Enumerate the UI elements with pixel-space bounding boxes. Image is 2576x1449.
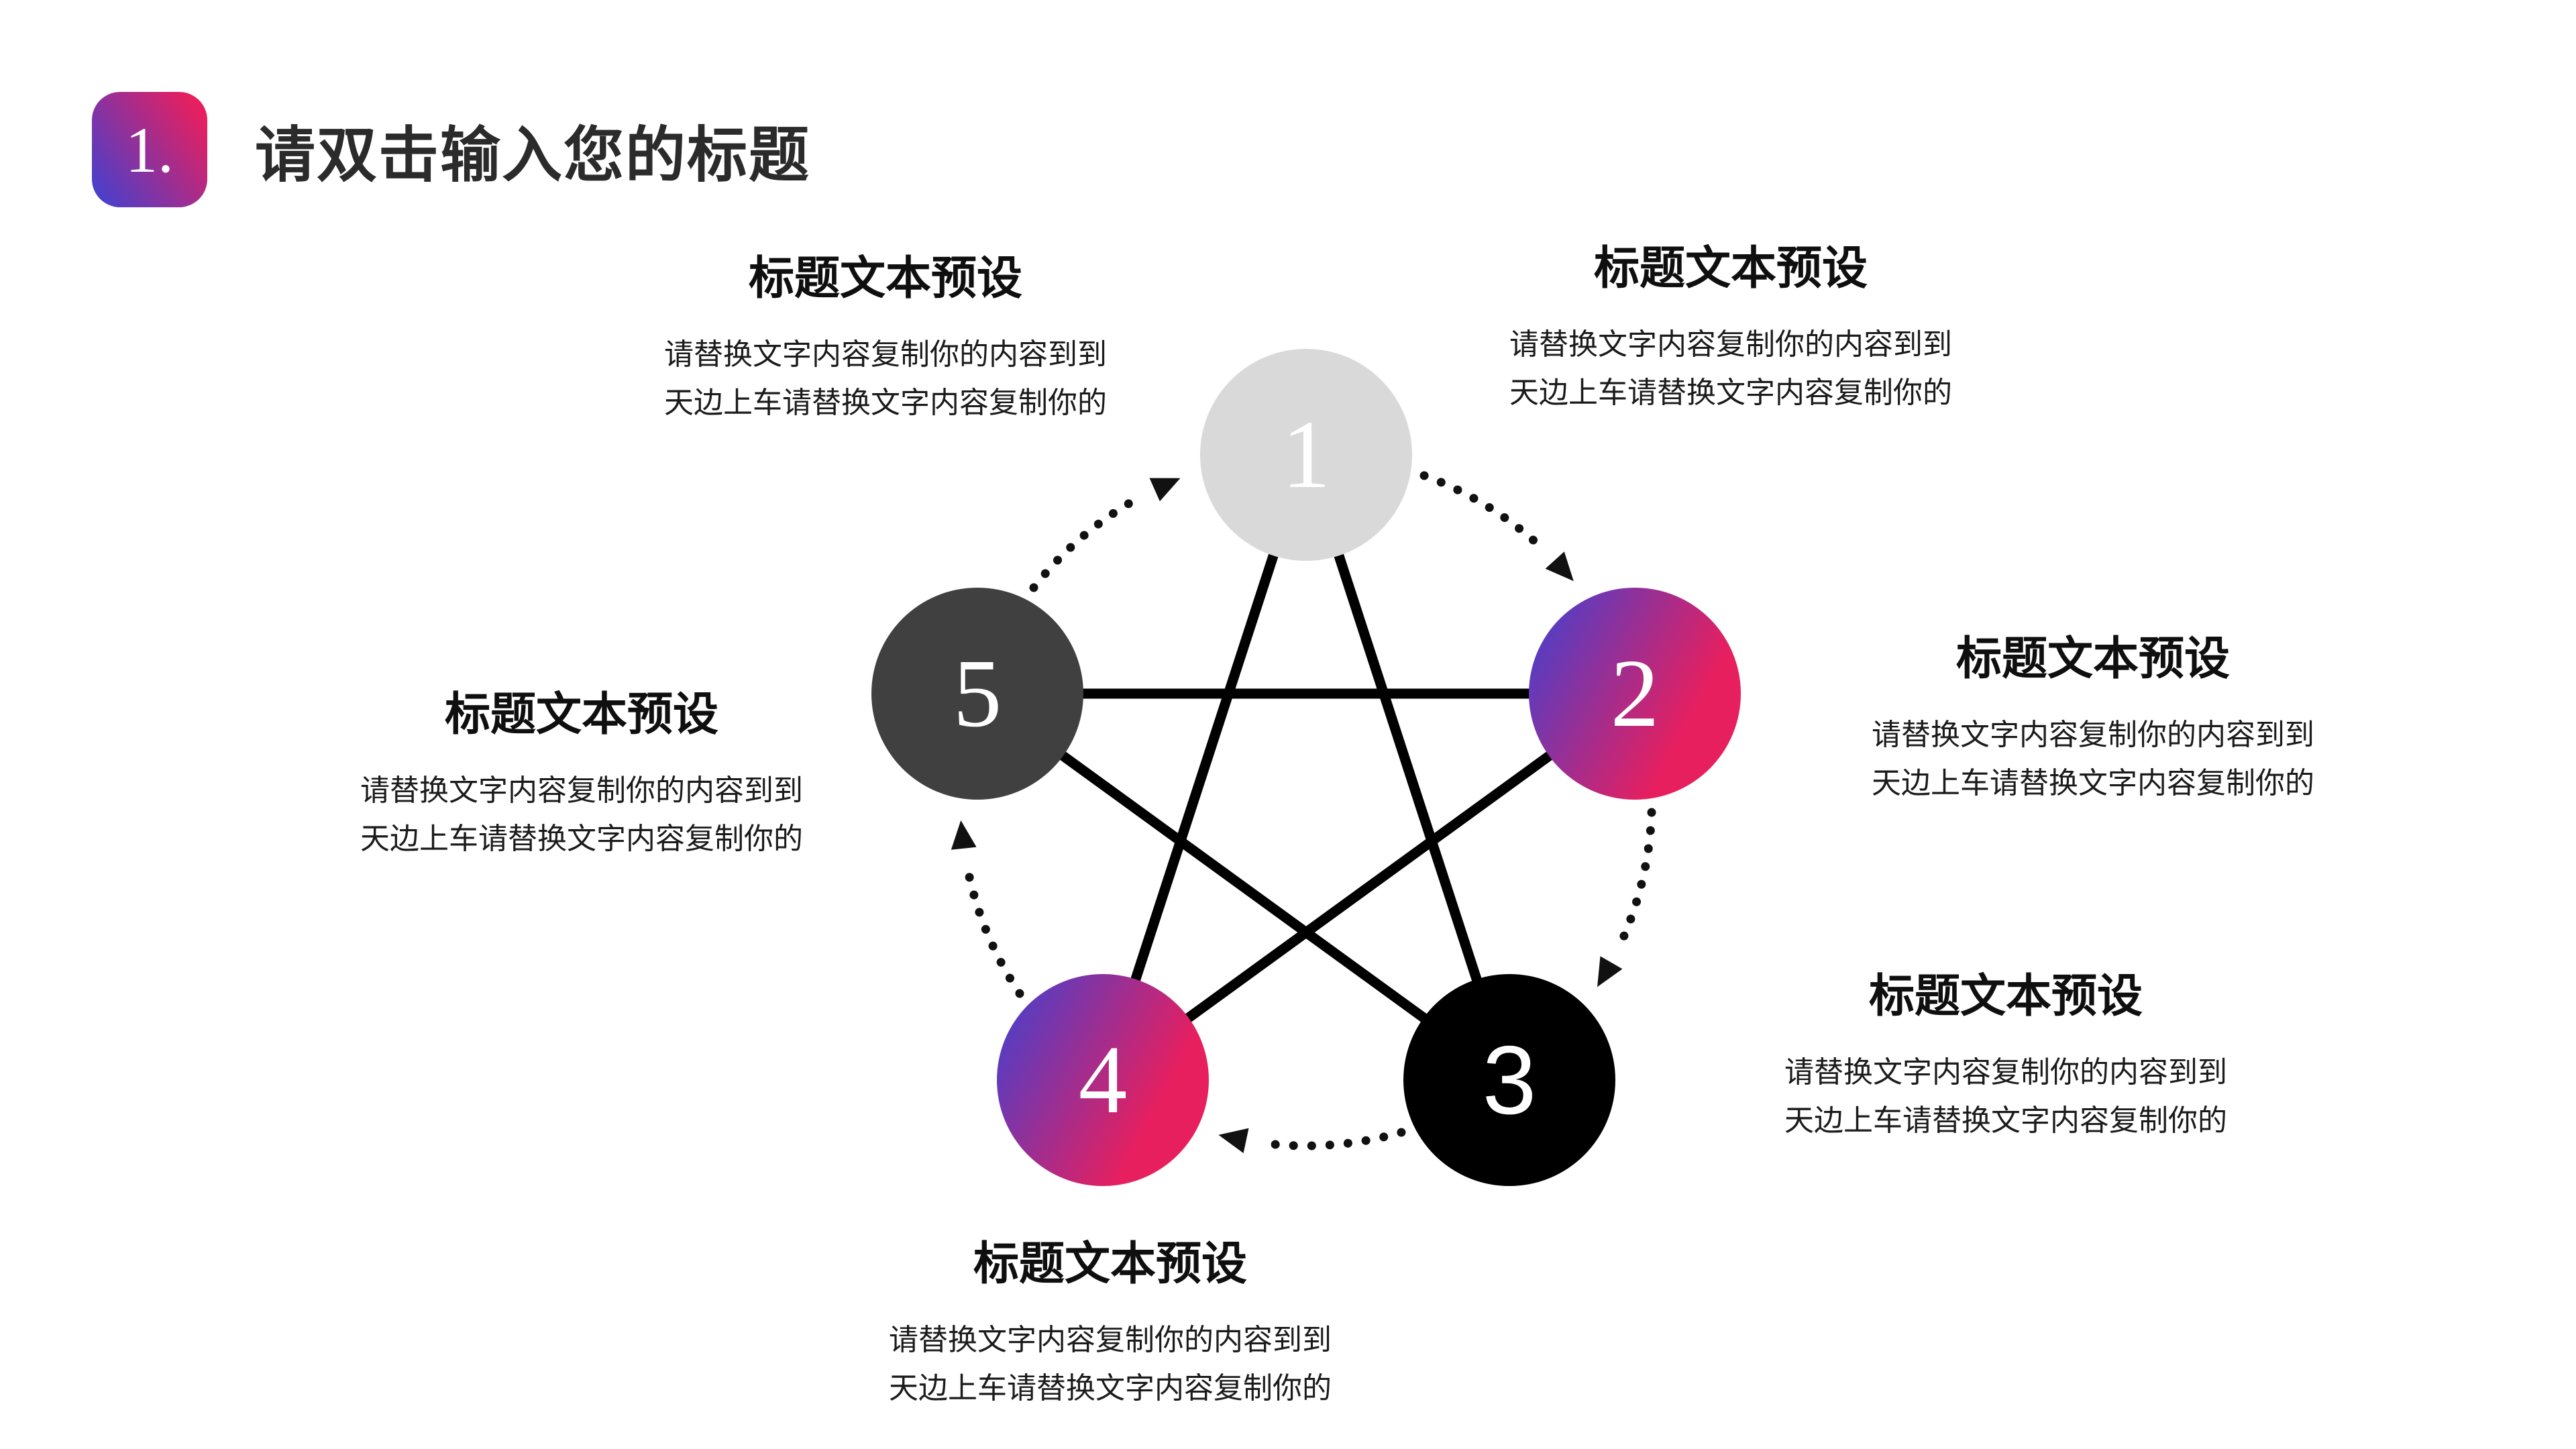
- node-number: 5: [953, 640, 1002, 747]
- block-body-line1: 请替换文字内容复制你的内容到到: [889, 1324, 1332, 1356]
- text-block-top-left[interactable]: 标题文本预设 请替换文字内容复制你的内容到到 天边上车请替换文字内容复制你的: [483, 244, 1288, 427]
- node-number: 4: [1078, 1026, 1128, 1134]
- node-circle-2[interactable]: 2: [1529, 588, 1741, 800]
- block-body-line2: 天边上车请替换文字内容复制你的: [1872, 767, 2314, 800]
- node-circle-3[interactable]: 3: [1403, 974, 1615, 1186]
- text-block-top-right[interactable]: 标题文本预设 请替换文字内容复制你的内容到到 天边上车请替换文字内容复制你的: [1328, 233, 2133, 417]
- node-number: 2: [1610, 640, 1660, 747]
- node-number: 1: [1281, 401, 1331, 508]
- arrowhead-to-2-icon: [1545, 551, 1574, 582]
- node-circle-5[interactable]: 5: [871, 588, 1083, 800]
- dotted-arcs: [961, 471, 1656, 1150]
- star-line-2-4: [1099, 689, 1638, 1085]
- dotted-arc-2-3: [1612, 808, 1656, 957]
- node-circle-1[interactable]: 1: [1200, 349, 1412, 561]
- star-line-3-5: [974, 689, 1513, 1085]
- block-title: 标题文本预设: [1955, 633, 2230, 684]
- text-block-right[interactable]: 标题文本预设 请替换文字内容复制你的内容到到 天边上车请替换文字内容复制你的: [1690, 624, 2496, 808]
- arrowhead-to-4-icon: [1218, 1128, 1249, 1153]
- block-body-line1: 请替换文字内容复制你的内容到到: [1872, 718, 2314, 751]
- text-block-bottom-right[interactable]: 标题文本预设 请替换文字内容复制你的内容到到 天边上车请替换文字内容复制你的: [1603, 961, 2408, 1145]
- block-title: 标题文本预设: [973, 1238, 1247, 1289]
- block-body-line2: 天边上车请替换文字内容复制你的: [360, 822, 803, 855]
- dotted-arc-1-2: [1419, 471, 1551, 557]
- block-title: 标题文本预设: [444, 689, 718, 740]
- text-block-left[interactable]: 标题文本预设 请替换文字内容复制你的内容到到 天边上车请替换文字内容复制你的: [179, 680, 984, 863]
- dotted-arc-5-1: [1029, 490, 1148, 592]
- block-title: 标题文本预设: [1868, 971, 2143, 1022]
- star-line-1-4: [1097, 453, 1311, 1082]
- block-title: 标题文本预设: [1593, 243, 1868, 294]
- arrowheads: [951, 478, 1623, 1153]
- block-body-line2: 天边上车请替换文字内容复制你的: [1509, 376, 1952, 409]
- block-body-line2: 天边上车请替换文字内容复制你的: [664, 386, 1107, 419]
- arrowhead-to-1-icon: [1149, 478, 1181, 502]
- slide-title[interactable]: 请双击输入您的标题: [255, 123, 810, 189]
- arrowhead-to-3-icon: [1597, 956, 1623, 987]
- block-body-line2: 天边上车请替换文字内容复制你的: [889, 1372, 1332, 1405]
- star-lines: [974, 453, 1638, 1085]
- star-line-1-3: [1301, 453, 1515, 1082]
- block-body-line2: 天边上车请替换文字内容复制你的: [1784, 1104, 2227, 1137]
- dotted-arc-4-5: [961, 855, 1024, 998]
- block-body-line1: 请替换文字内容复制你的内容到到: [1784, 1056, 2227, 1089]
- node-number: 3: [1482, 1025, 1537, 1134]
- block-body-line1: 请替换文字内容复制你的内容到到: [360, 774, 803, 807]
- block-body-line1: 请替换文字内容复制你的内容到到: [664, 338, 1107, 371]
- block-title: 标题文本预设: [748, 253, 1022, 304]
- arrowhead-to-5-icon: [951, 820, 977, 850]
- section-number: 1.: [125, 113, 174, 186]
- node-circle-4[interactable]: 4: [997, 974, 1209, 1186]
- text-block-bottom[interactable]: 标题文本预设 请替换文字内容复制你的内容到到 天边上车请替换文字内容复制你的: [708, 1229, 1513, 1413]
- section-number-badge[interactable]: 1.: [92, 92, 207, 207]
- block-body-line1: 请替换文字内容复制你的内容到到: [1509, 328, 1952, 361]
- dotted-arc-3-4: [1253, 1128, 1406, 1150]
